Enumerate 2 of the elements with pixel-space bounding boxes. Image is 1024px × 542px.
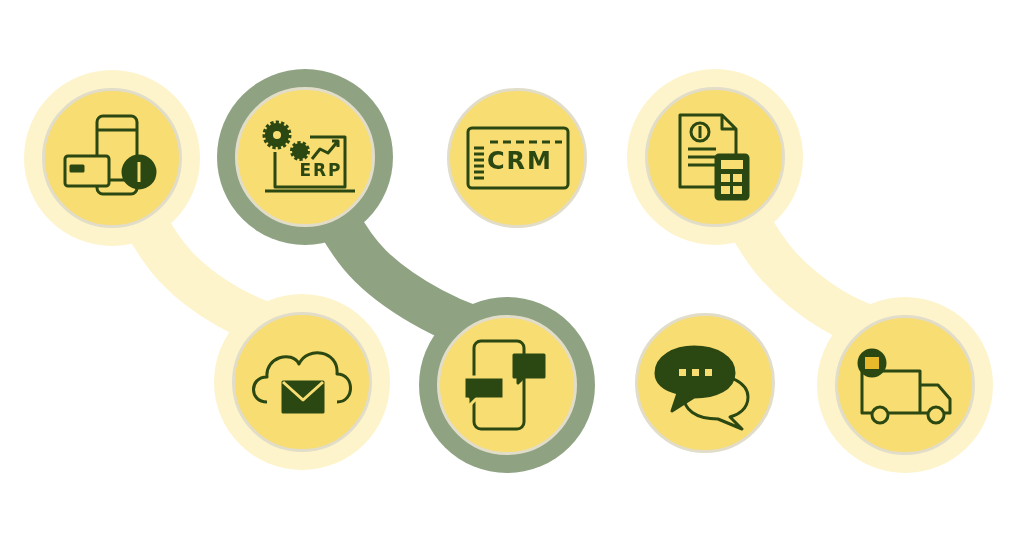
node-label: ERP	[298, 160, 344, 180]
node-label: CRM	[486, 147, 554, 175]
